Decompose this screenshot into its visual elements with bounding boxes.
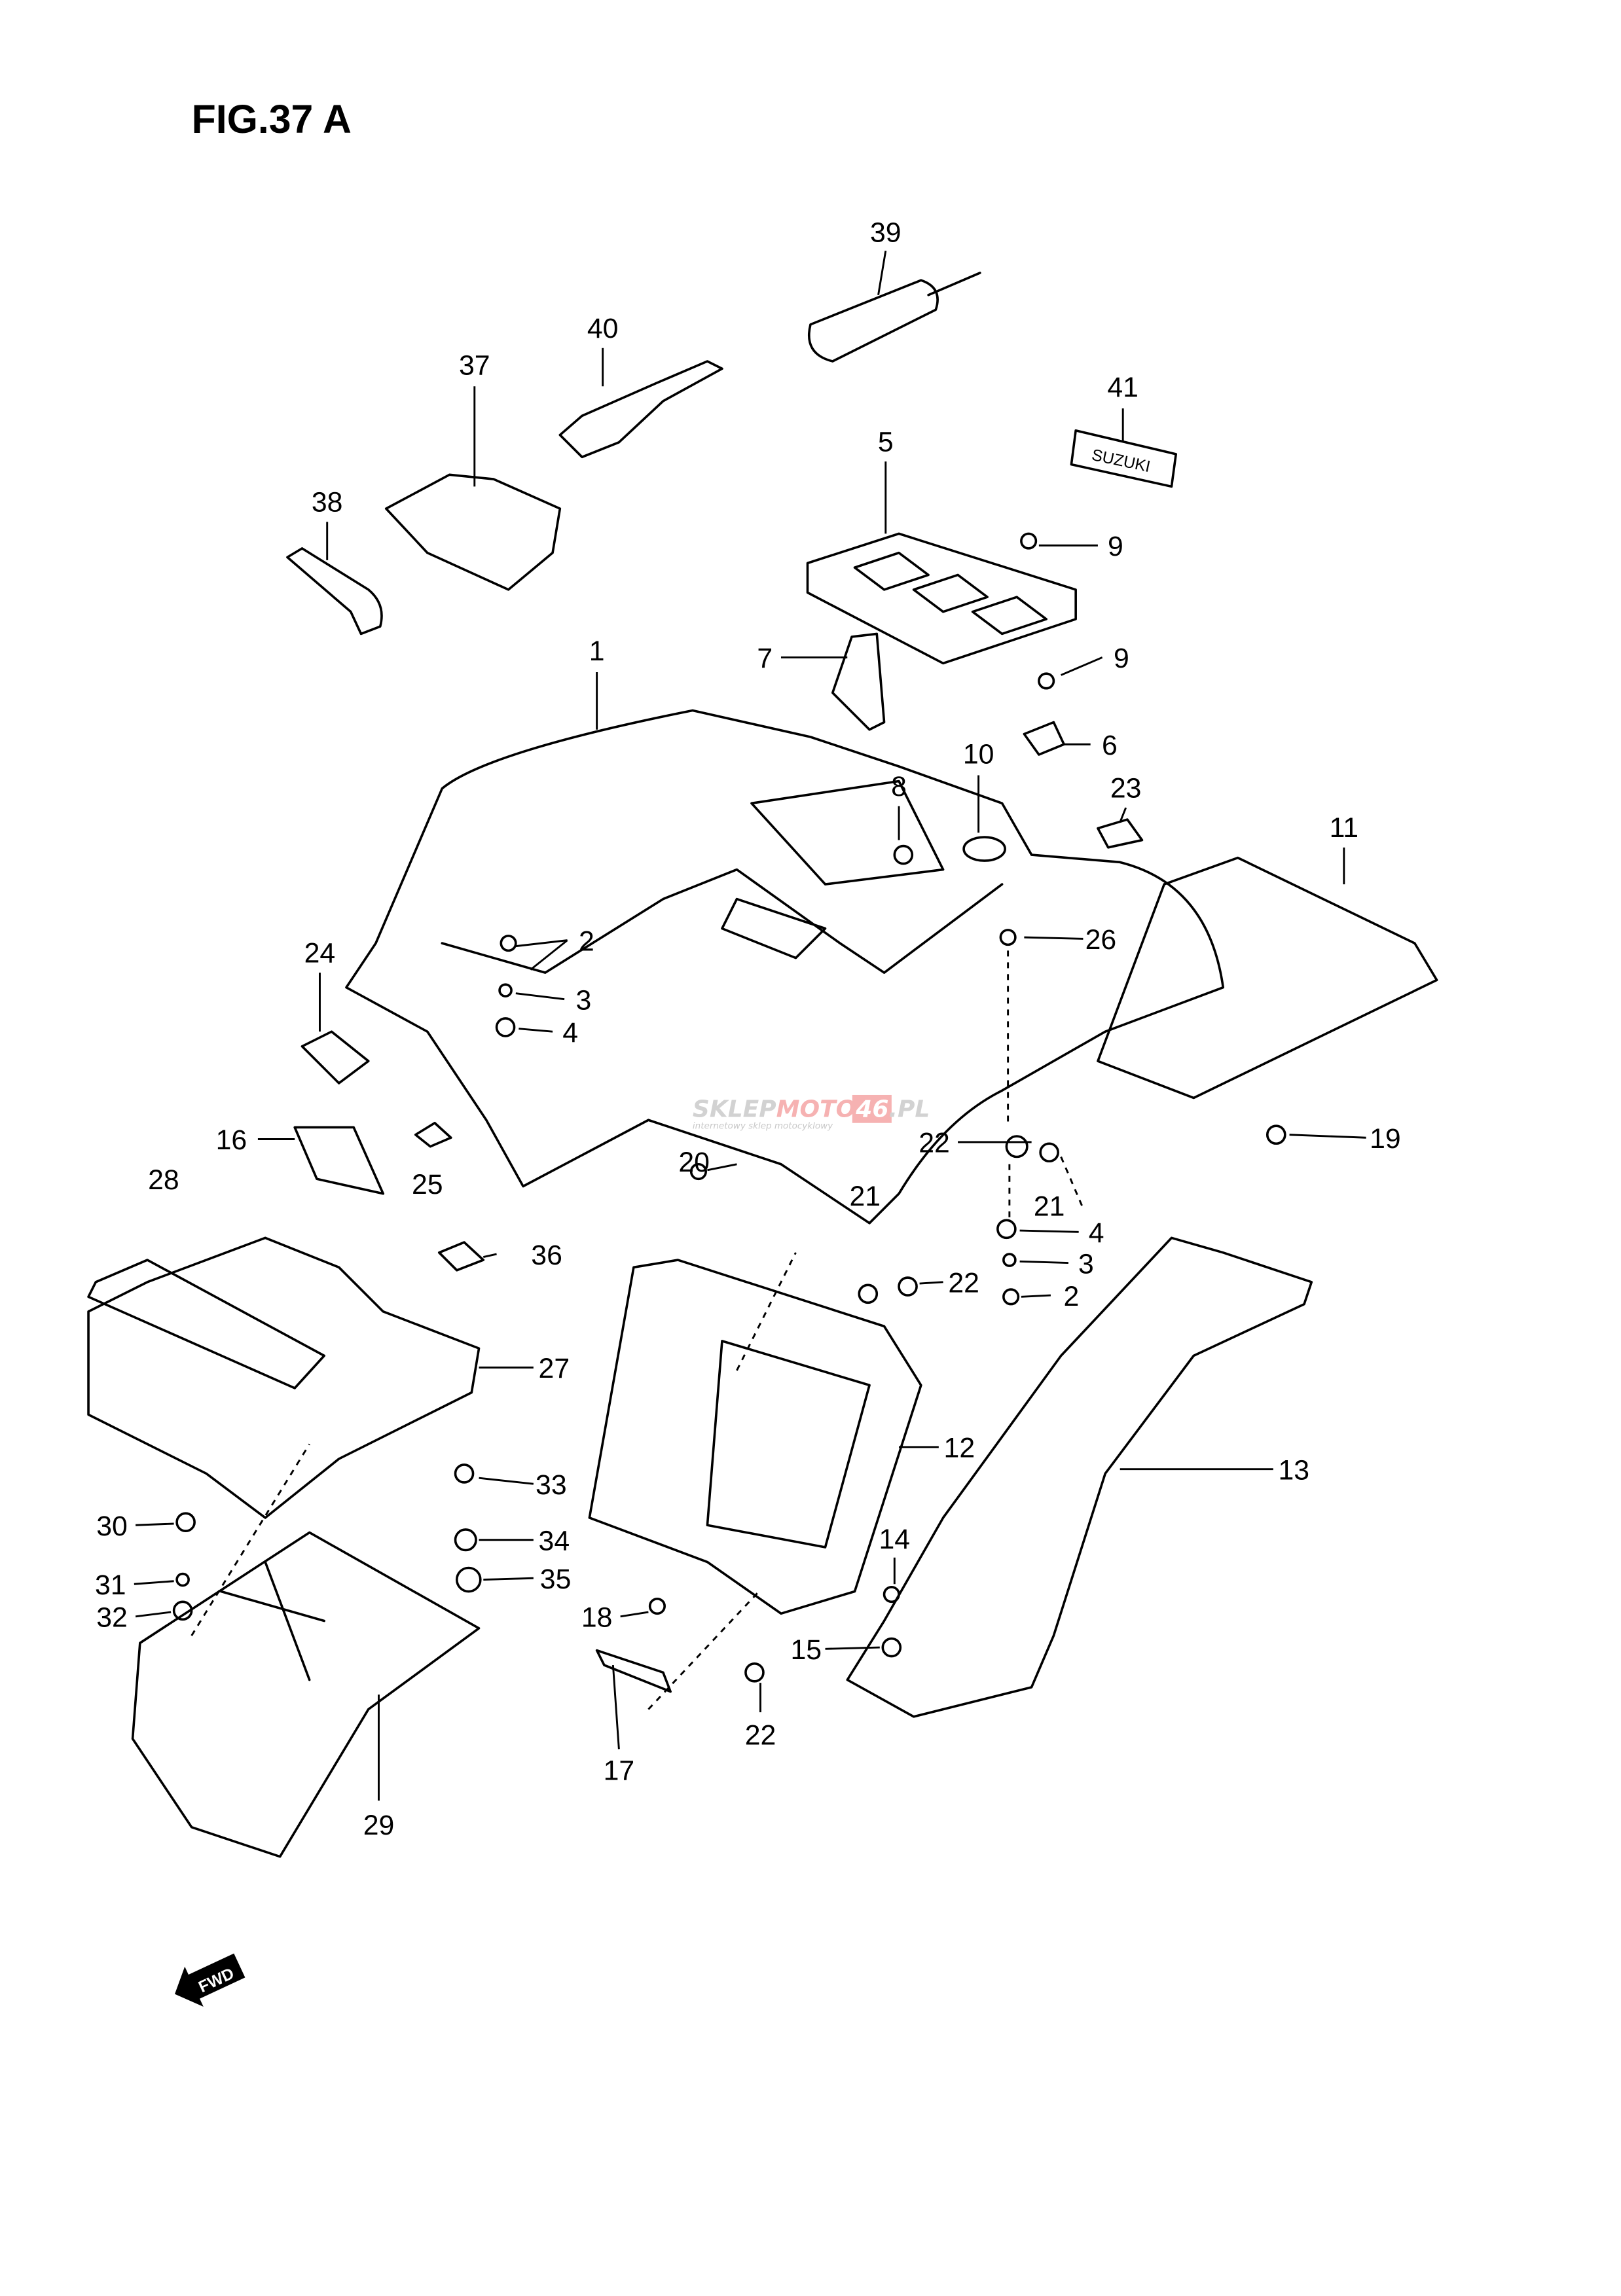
callout-9: 9 (1108, 531, 1123, 562)
callout-17: 17 (604, 1755, 635, 1787)
tool-tube (807, 272, 981, 363)
callout-16: 16 (216, 1124, 247, 1156)
suzuki-emblem (1070, 429, 1178, 488)
callout-2: 2 (579, 925, 594, 957)
plate-17 (595, 1649, 672, 1693)
grommet (962, 836, 1006, 862)
callout-4: 4 (1089, 1217, 1104, 1249)
callout-13: 13 (1279, 1454, 1310, 1486)
mud-flap (1097, 856, 1438, 1100)
callout-3: 3 (575, 984, 591, 1016)
callout-35: 35 (540, 1564, 572, 1595)
callout-5: 5 (878, 426, 894, 457)
callout-19: 19 (1370, 1123, 1401, 1155)
fwd-direction-marker: FWD (174, 1953, 246, 2007)
callout-6: 6 (1102, 730, 1118, 761)
carrier-plate (806, 532, 1077, 665)
gasket (87, 1259, 326, 1390)
callout-15: 15 (790, 1634, 822, 1666)
cushion (1097, 818, 1144, 849)
callout-31: 31 (95, 1570, 126, 1601)
callout-29: 29 (363, 1810, 395, 1841)
bracket (831, 632, 886, 731)
under-cover (131, 1531, 481, 1858)
cover-16 (293, 1126, 385, 1195)
callout-14: 14 (879, 1524, 911, 1555)
callout-26: 26 (1085, 924, 1117, 956)
callout-4: 4 (562, 1017, 578, 1049)
callout-1: 1 (589, 636, 605, 667)
callout-30: 30 (96, 1511, 128, 1542)
cover-24 (301, 1030, 370, 1085)
callout-3: 3 (1078, 1248, 1094, 1280)
callout-32: 32 (96, 1602, 128, 1634)
tool-bag (384, 473, 562, 591)
storage-box (87, 1236, 481, 1519)
callout-2: 2 (1064, 1281, 1080, 1312)
callout-33: 33 (536, 1469, 567, 1501)
callout-12: 12 (944, 1433, 975, 1464)
callout-22: 22 (948, 1268, 979, 1299)
figure-title: FIG.37 A (192, 97, 352, 141)
callout-9: 9 (1114, 643, 1129, 674)
callout-36: 36 (531, 1240, 562, 1271)
callout-18: 18 (581, 1602, 613, 1634)
pad-36 (437, 1241, 485, 1272)
callout-34: 34 (539, 1525, 570, 1556)
wrench (286, 547, 383, 636)
callout-23: 23 (1110, 772, 1142, 804)
callout-40: 40 (587, 313, 619, 344)
callout-27: 27 (539, 1353, 570, 1384)
part-drawings: SUZUKI (87, 250, 1438, 1858)
callout-37: 37 (459, 350, 490, 381)
watermark-tagline: internetowy sklep motocyklowy (693, 1121, 833, 1132)
pad-25 (414, 1121, 452, 1148)
fasteners (172, 532, 1286, 1683)
callout-8: 8 (891, 771, 907, 802)
callout-10: 10 (963, 739, 994, 770)
leader-lines (134, 250, 1366, 1801)
callout-41: 41 (1107, 372, 1138, 403)
callout-25: 25 (412, 1169, 443, 1200)
callout-38: 38 (312, 487, 343, 518)
inner-fender-panel (588, 1259, 922, 1615)
arrow-left-icon (174, 1953, 246, 2007)
callout-11: 11 (1330, 812, 1358, 844)
callout-7: 7 (757, 643, 773, 674)
watermark-brand: SKLEPMOTO46.PL (693, 1096, 930, 1123)
clip (1023, 721, 1065, 756)
strap (558, 360, 723, 459)
callout-28: 28 (148, 1164, 179, 1196)
callout-21: 21 (850, 1181, 881, 1212)
watermark-logo: SKLEPMOTO46.PL internetowy sklep motocyk… (693, 1094, 930, 1132)
side-fender (846, 1236, 1313, 1718)
callout-20: 20 (678, 1147, 710, 1178)
callout-22: 22 (919, 1128, 950, 1159)
callout-24: 24 (304, 937, 336, 969)
callout-22: 22 (745, 1720, 776, 1751)
rear-fender (345, 709, 1225, 1225)
callout-39: 39 (870, 217, 902, 249)
callout-21: 21 (1034, 1191, 1065, 1223)
